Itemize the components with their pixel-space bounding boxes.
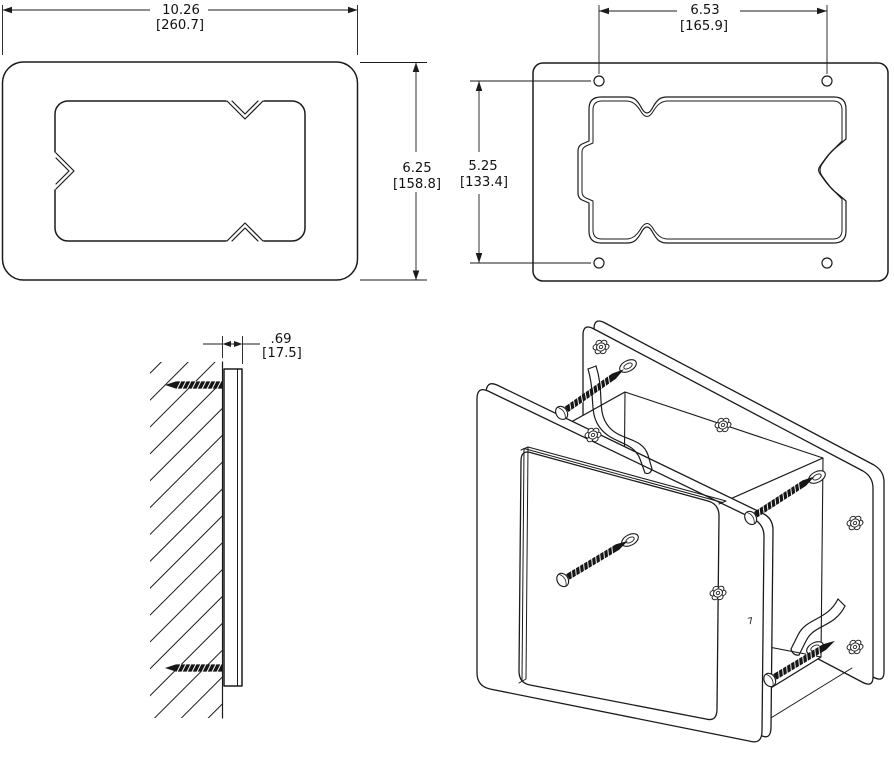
isometric-view: 7 xyxy=(476,320,885,743)
wall-hatching xyxy=(150,362,223,718)
backplate-outline xyxy=(532,62,889,282)
wall-screw xyxy=(164,380,224,390)
mounting-hole xyxy=(821,257,833,269)
side-section-view: .69 [17.5] xyxy=(150,332,302,719)
molded-marking-text: 7 xyxy=(747,617,754,628)
dimension-height-inches: 6.25 xyxy=(402,161,431,176)
flange-opening-lip xyxy=(518,446,727,684)
dimension-height: 6.25 [158.8] xyxy=(360,62,441,281)
front-view: 10.26 [260.7] 6.25 [158.8] xyxy=(1,3,441,281)
rear-opening-inner-lip xyxy=(581,100,843,240)
dimension-hole-spacing-height-inches: 5.25 xyxy=(468,159,497,174)
dimension-depth-inches: .69 xyxy=(271,332,292,347)
alignment-notch-top xyxy=(226,100,264,120)
bezel-outer-outline xyxy=(1,61,359,281)
alignment-notch-bottom xyxy=(226,222,264,242)
rear-view: 6.53 [165.9] 5.25 [133.4] xyxy=(460,3,889,282)
dimension-width: 10.26 [260.7] xyxy=(2,3,358,55)
dimension-hole-spacing-width-inches: 6.53 xyxy=(690,3,719,18)
alignment-notch-left xyxy=(53,152,75,190)
dimension-depth: .69 [17.5] xyxy=(203,332,302,364)
dimension-width-inches: 10.26 xyxy=(162,3,200,18)
dimension-width-mm: [260.7] xyxy=(156,18,204,33)
dimension-hole-spacing-height-mm: [133.4] xyxy=(460,175,508,190)
wall-screw xyxy=(164,663,224,673)
plate-side-profile xyxy=(223,368,243,687)
retention-bracket-bottom xyxy=(790,598,846,656)
rear-opening-outline xyxy=(577,96,847,244)
mounting-hole xyxy=(821,75,833,87)
dimension-hole-spacing-width: 6.53 [165.9] xyxy=(598,3,828,74)
device-opening-outline xyxy=(54,100,306,242)
dimension-depth-mm: [17.5] xyxy=(262,346,302,361)
mounting-hole xyxy=(593,257,605,269)
dimension-hole-spacing-width-mm: [165.9] xyxy=(680,19,728,34)
dimension-height-mm: [158.8] xyxy=(393,177,441,192)
mounting-hole xyxy=(593,75,605,87)
dimension-hole-spacing-height: 5.25 [133.4] xyxy=(460,80,591,264)
